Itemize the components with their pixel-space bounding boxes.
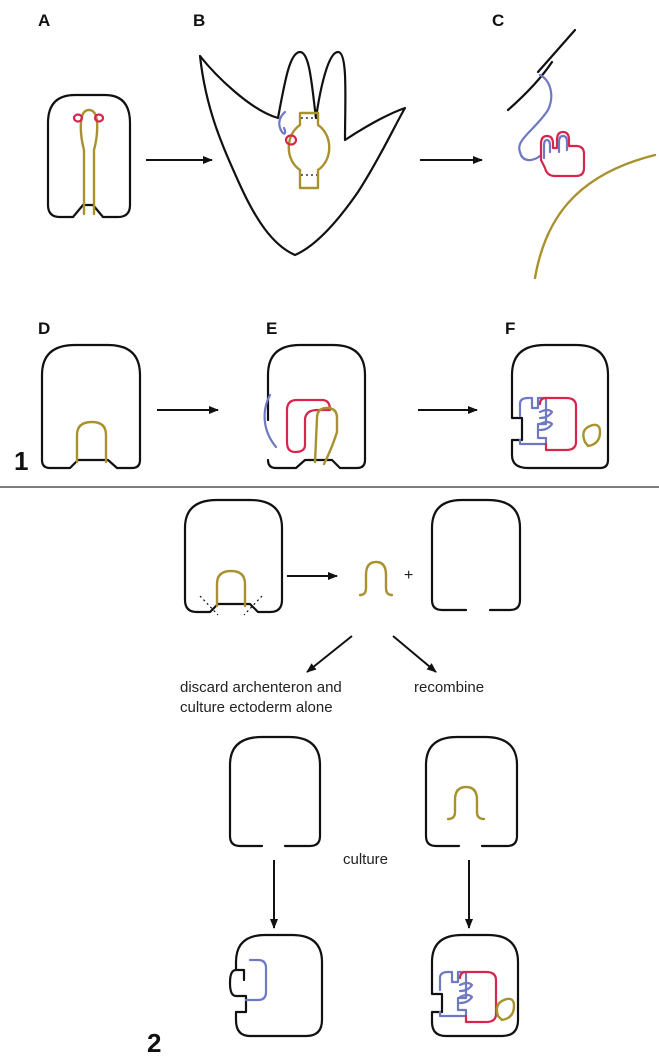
arrow: [393, 636, 436, 672]
panel-label-b: B: [193, 11, 205, 30]
panel-label-f: F: [505, 319, 515, 338]
panel-label-d: D: [38, 319, 50, 338]
rudiment-mesoderm: [541, 132, 584, 176]
larval-epidermis: [508, 62, 552, 110]
embryo-outline: [185, 500, 282, 612]
plus-sign: +: [404, 567, 413, 584]
panel-e-rudiment-forming: [265, 345, 365, 468]
gut-wall: [535, 155, 655, 278]
gut-remnant: [497, 999, 514, 1020]
panel-a-embryo: [48, 95, 130, 217]
embryo-outline: [42, 345, 140, 468]
vestibule-ectoderm: [519, 75, 551, 160]
ectoderm-alone-embryo: [230, 737, 320, 846]
larva-outline: [200, 52, 405, 255]
part-number-2: 2: [147, 1028, 161, 1058]
vestibule-ectoderm: [440, 972, 466, 1016]
vestibule-ectoderm: [520, 398, 546, 444]
ectoderm-invagination: [279, 112, 285, 134]
panel-d-gastrula: [42, 345, 140, 468]
gut-remnant: [583, 425, 600, 446]
caption-culture: culture: [343, 851, 388, 868]
caption-discard-continued: culture ectoderm alone: [180, 699, 333, 716]
archenteron-gut: [289, 113, 330, 188]
caption-discard: discard archenteron and: [180, 679, 342, 696]
ectoderm-thickening: [265, 395, 276, 447]
experiment-source-embryo: [185, 500, 282, 615]
recombined-embryo: [426, 737, 517, 846]
panel-f-juvenile-rudiment: [512, 345, 608, 468]
panel-c-rudiment-detail: [508, 30, 655, 278]
part-number-1: 1: [14, 446, 28, 476]
panel-b-pluteus: [200, 52, 405, 255]
panel-label-c: C: [492, 11, 504, 30]
embryo-outline: [48, 95, 130, 217]
archenteron: [315, 408, 337, 464]
result-ectoderm-alone: [230, 935, 322, 1036]
archenteron: [81, 110, 97, 214]
vestibule-ectoderm: [246, 960, 266, 1000]
archenteron: [448, 787, 484, 819]
embryo-outline: [426, 737, 517, 846]
embryo-outline: [230, 737, 320, 846]
archenteron: [360, 562, 392, 595]
larval-epidermis: [538, 30, 575, 72]
embryo-outline: [432, 500, 520, 610]
isolated-archenteron: [360, 562, 392, 595]
isolated-ectoderm: [432, 500, 520, 610]
embryo-outline: [432, 935, 518, 1036]
caption-recombine: recombine: [414, 679, 484, 696]
panel-label-e: E: [266, 319, 277, 338]
embryo-outline: [230, 935, 322, 1036]
arrow: [307, 636, 352, 672]
archenteron: [217, 571, 245, 606]
archenteron: [77, 422, 106, 462]
panel-label-a: A: [38, 11, 50, 30]
result-recombined: [432, 935, 518, 1036]
